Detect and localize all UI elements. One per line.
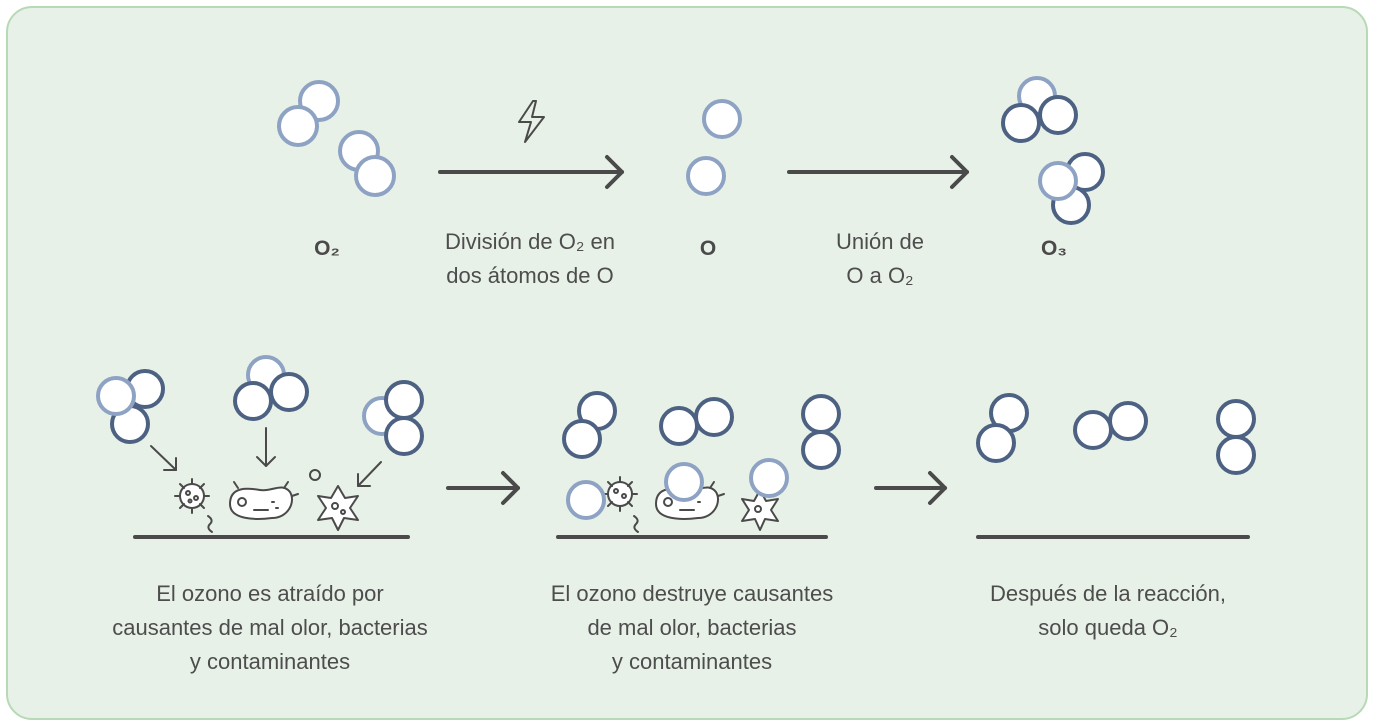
- arrow-right-icon: [438, 155, 624, 189]
- diagram-panel: [6, 6, 1368, 720]
- destroys-caption: El ozono destruye causantes de mal olor,…: [550, 581, 834, 674]
- oxygen-atom-icon: [749, 458, 789, 498]
- o3-label: O₃: [1040, 237, 1068, 260]
- oxygen-atom-icon: [664, 462, 704, 502]
- ozone-molecule-icon: [1001, 76, 1078, 143]
- oxygen-molecule-icon: [1073, 401, 1148, 450]
- oxygen-atom-icon: [566, 480, 606, 520]
- oxygen-molecule-icon: [562, 391, 617, 459]
- oxygen-molecule-icon: [277, 80, 340, 147]
- ozone-molecule-icon: [233, 355, 309, 421]
- virus-icon: [741, 489, 779, 531]
- lightning-icon: [518, 100, 545, 143]
- arrow-icon: [256, 427, 276, 467]
- attracted-caption: El ozono es atraído por causantes de mal…: [112, 581, 428, 674]
- arrow-right-icon: [874, 471, 947, 505]
- arrow-right-icon: [787, 155, 969, 189]
- oxygen-molecule-icon: [1216, 399, 1256, 475]
- oxygen-molecule-icon: [338, 130, 396, 197]
- virus-icon: [317, 485, 359, 531]
- after-caption: Después de la reacción, solo queda O₂: [989, 581, 1227, 640]
- arrow-icon: [357, 461, 382, 487]
- bacteria-icon: [229, 481, 299, 520]
- union-label: Unión de O a O₂: [835, 229, 925, 288]
- oxygen-molecule-icon: [659, 397, 734, 446]
- split-label: División de O₂ en dos átomos de O: [445, 229, 615, 288]
- ozone-molecule-icon: [1038, 152, 1105, 225]
- arrow-right-icon: [446, 471, 520, 505]
- bacteria-icon: [655, 481, 725, 520]
- oxygen-atom-icon: [686, 156, 726, 196]
- ozone-molecule-icon: [362, 380, 424, 456]
- virus-icon: [174, 478, 210, 514]
- particle-icon: [309, 469, 321, 481]
- virus-icon: [602, 476, 638, 512]
- ozone-molecule-icon: [96, 369, 165, 444]
- arrow-icon: [150, 445, 177, 471]
- oxygen-molecule-icon: [801, 394, 841, 470]
- particle-icon: [633, 515, 639, 533]
- particle-icon: [207, 515, 213, 533]
- oxygen-atom-icon: [702, 99, 742, 139]
- o2-label: O₂: [314, 237, 340, 260]
- oxygen-molecule-icon: [976, 393, 1029, 463]
- o-label: O: [699, 237, 717, 260]
